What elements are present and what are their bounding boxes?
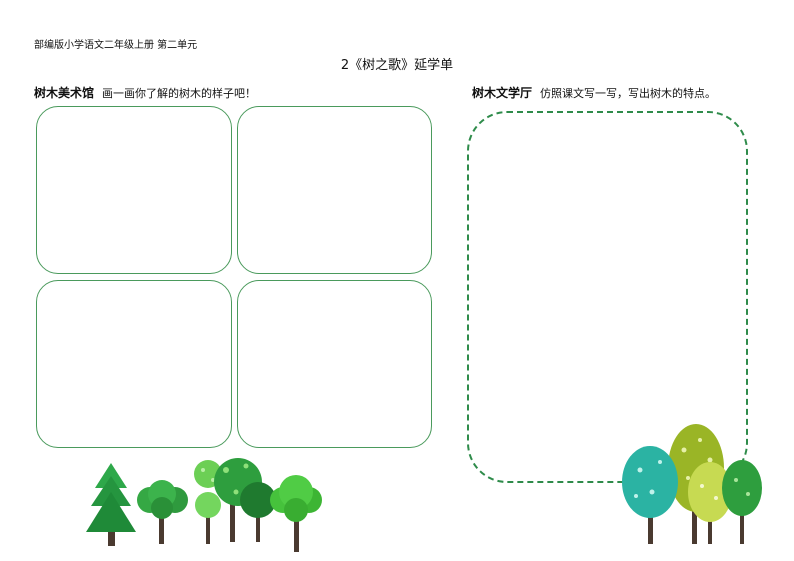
teal-tree-icon bbox=[622, 446, 678, 544]
right-section-heading: 树木文学厅 bbox=[472, 86, 533, 100]
header-subtitle: 部编版小学语文二年级上册 第二单元 bbox=[34, 40, 198, 51]
pine-tree-icon bbox=[86, 463, 136, 546]
page-title: 2《树之歌》延学单 bbox=[340, 58, 454, 73]
lime-tree-icon bbox=[688, 462, 732, 544]
drawing-box-2[interactable] bbox=[237, 106, 432, 274]
bush-tree-icon bbox=[137, 480, 188, 544]
left-section-instruction: 画一画你了解的树木的样子吧！ bbox=[102, 87, 257, 100]
right-section-instruction: 仿照课文写一写，写出树木的特点。 bbox=[540, 87, 717, 100]
left-section-heading: 树木美术馆 bbox=[34, 86, 95, 100]
green-tree-icon bbox=[722, 460, 762, 544]
drawing-box-3[interactable] bbox=[36, 280, 232, 448]
writing-area[interactable] bbox=[467, 111, 748, 483]
drawing-box-4[interactable] bbox=[237, 280, 432, 448]
drawing-box-1[interactable] bbox=[36, 106, 232, 274]
left-section-title: 树木美术馆画一画你了解的树木的样子吧！ bbox=[34, 84, 256, 101]
dark-round-tree-icon bbox=[240, 482, 276, 542]
right-section-title: 树木文学厅仿照课文写一写，写出树木的特点。 bbox=[472, 84, 716, 101]
bright-tree-icon bbox=[270, 475, 322, 552]
